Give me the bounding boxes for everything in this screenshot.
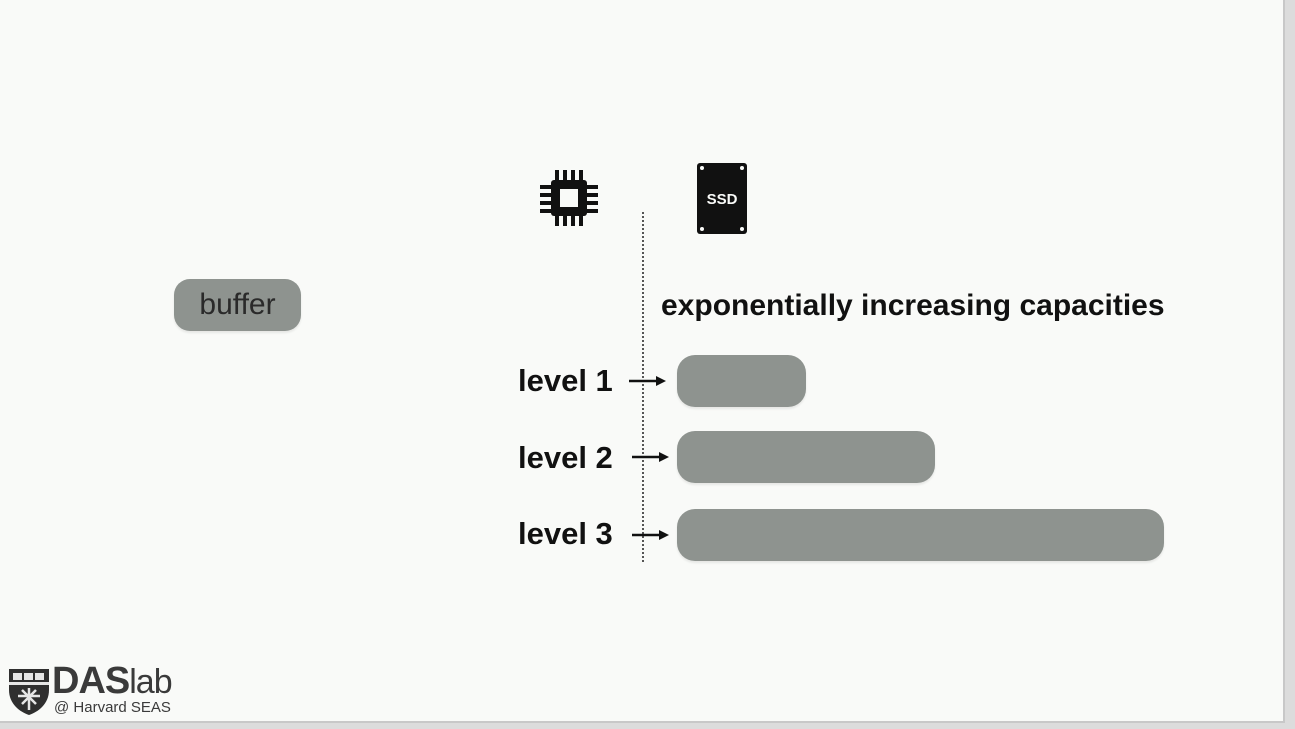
level-3-arrow-icon xyxy=(632,530,669,540)
capacity-heading: exponentially increasing capacities xyxy=(661,289,1165,322)
level-2-label: level 2 xyxy=(518,440,613,475)
level-1-arrow-icon xyxy=(629,376,666,386)
buffer-label: buffer xyxy=(199,288,276,321)
level-2-bar xyxy=(677,431,935,483)
ssd-icon-label: SSD xyxy=(707,191,738,208)
ssd-icon: SSD xyxy=(697,163,747,234)
memory-storage-divider xyxy=(642,212,644,562)
level-2-arrow-icon xyxy=(632,452,669,462)
logo-name: DASlab xyxy=(52,660,173,703)
logo-name-lab: lab xyxy=(129,663,172,701)
level-1-label: level 1 xyxy=(518,363,613,398)
logo-name-das: DAS xyxy=(52,660,130,702)
level-3-bar xyxy=(677,509,1164,561)
level-1-bar xyxy=(677,355,806,407)
level-3-label: level 3 xyxy=(518,516,613,551)
harvard-shield-icon xyxy=(9,669,49,715)
daslab-logo: DASlab @ Harvard SEAS xyxy=(8,660,183,718)
cpu-chip-icon xyxy=(540,170,598,226)
logo-subtitle: @ Harvard SEAS xyxy=(54,699,171,716)
buffer-box: buffer xyxy=(174,279,301,331)
